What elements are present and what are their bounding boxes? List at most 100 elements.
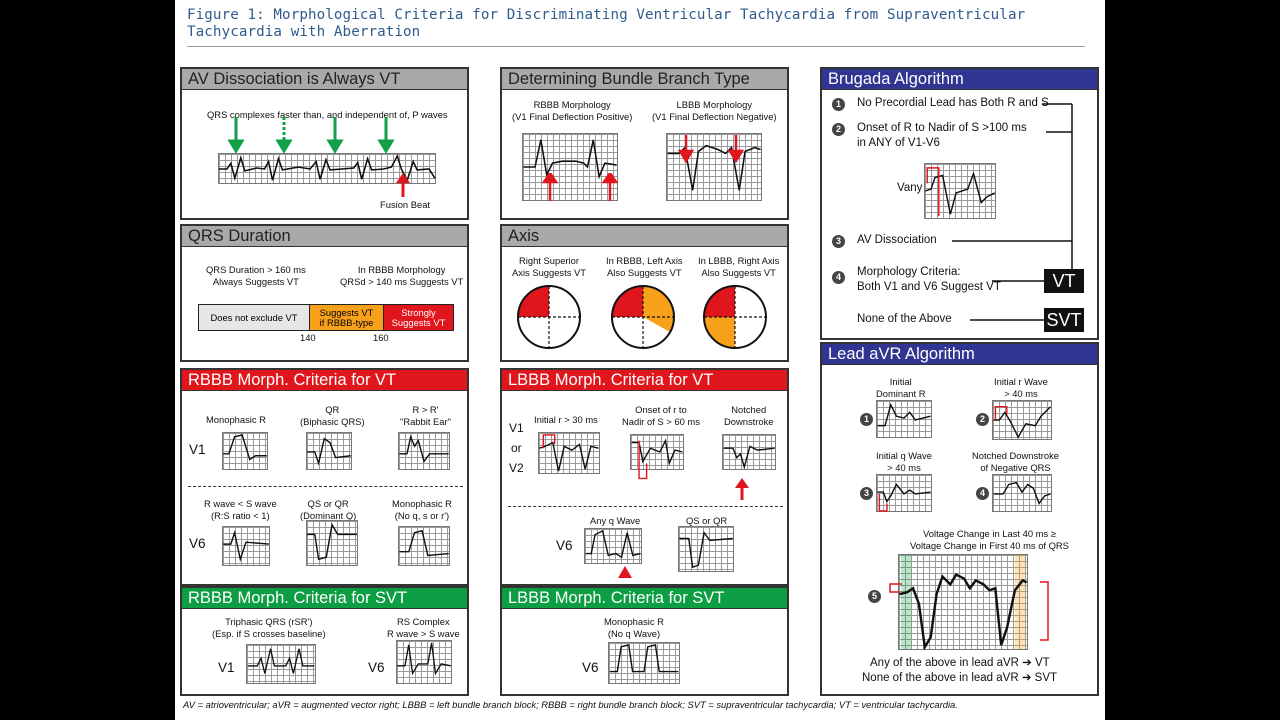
- first-40ms-band: [901, 555, 911, 649]
- axis-circle-lbbb: [703, 285, 767, 349]
- lbbb-vt-label-3: Notched Downstroke: [724, 404, 774, 427]
- step-number: 2: [976, 413, 989, 426]
- ecg-avr-2: [992, 400, 1052, 440]
- bar-segment-red: Strongly Suggests VT: [384, 305, 453, 330]
- rbbb-vt-label-6: Monophasic R (No q, s or r'): [392, 498, 452, 521]
- lead-label-v6-svt: V6: [368, 660, 385, 675]
- ecg-rbbb-rabbit-ear: [398, 432, 450, 470]
- brugada-step-1: No Precordial Lead has Both R and S: [857, 97, 1049, 109]
- lbbb-vt-label-2: Onset of r to Nadir of S > 60 ms: [622, 404, 700, 427]
- av-dissociation-panel: AV Dissociation is Always VT QRS complex…: [180, 67, 469, 220]
- ecg-avr-3: [876, 474, 932, 512]
- bar-seg3-label: Strongly Suggests VT: [391, 306, 446, 328]
- avr-label-1: Initial Dominant R: [876, 376, 926, 399]
- step-number: 3: [860, 487, 873, 500]
- brugada-connectors: [952, 103, 1073, 321]
- avr-panel: Lead aVR Algorithm Initial Dominant R 1 …: [820, 342, 1099, 696]
- axis-circle-right-superior: [517, 285, 581, 349]
- lead-label-v6-lbbb: V6: [556, 538, 573, 553]
- brugada-panel: Brugada Algorithm 1 No Precordial Lead h…: [820, 67, 1099, 340]
- lead-label-v6: V6: [189, 536, 206, 551]
- panel-header: LBBB Morph. Criteria for VT: [502, 370, 787, 391]
- fusion-beat-label: Fusion Beat: [380, 199, 431, 210]
- axis-label-2: In RBBB, Left Axis Also Suggests VT: [606, 255, 683, 278]
- title-divider: [187, 46, 1085, 47]
- panel-header: Lead aVR Algorithm: [822, 344, 1097, 365]
- brugada-step-3: AV Dissociation: [857, 234, 937, 246]
- panel-header: Determining Bundle Branch Type: [502, 69, 787, 90]
- rbbb-vt-label-3: R > R' "Rabbit Ear": [400, 404, 451, 427]
- panel-header: QRS Duration: [182, 226, 467, 247]
- rbbb-vt-panel: RBBB Morph. Criteria for VT V1 Monophasi…: [180, 368, 469, 586]
- lbbb-arrows: [677, 135, 745, 163]
- avr-conclusion-vt: Any of the above in lead aVR ➔ VT: [870, 657, 1050, 669]
- qrs-left-text: QRS Duration > 160 ms Always Suggests VT: [206, 264, 306, 287]
- lbbb-morphology-label: LBBB Morphology (V1 Final Deflection Neg…: [652, 99, 777, 122]
- qrs-right-text: In RBBB Morphology QRSd > 140 ms Suggest…: [340, 264, 464, 287]
- lbbb-vt-label-1: Initial r > 30 ms: [534, 414, 598, 425]
- ecg-initial-r: [538, 432, 600, 474]
- avr-conclusion-svt: None of the above in lead aVR ➔ SVT: [862, 672, 1058, 684]
- rbbb-divider: [188, 486, 463, 487]
- lead-label-v1-svt: V1: [218, 660, 235, 675]
- axis-label-3: In LBBB, Right Axis Also Suggests VT: [698, 255, 780, 278]
- axis-label-1: Right Superior Axis Suggests VT: [512, 255, 586, 278]
- avr-label-5: Voltage Change in Last 40 ms ≥ Voltage C…: [910, 528, 1069, 551]
- lbbb-vt-panel: LBBB Morph. Criteria for VT V1 or V2 Ini…: [500, 368, 789, 586]
- ecg-notched-downstroke: [722, 434, 776, 470]
- qrs-duration-panel: QRS Duration QRS Duration > 160 ms Alway…: [180, 224, 469, 362]
- step-number: 5: [868, 590, 881, 603]
- rbbb-vt-label-4: R wave < S wave (R:S ratio < 1): [204, 498, 277, 521]
- footnote: AV = atrioventricular; aVR = augmented v…: [183, 699, 958, 710]
- ecg-vany: [924, 163, 996, 219]
- tick-140: 140: [300, 332, 316, 343]
- avr-5-brackets: [889, 581, 1049, 641]
- figure-page: Figure 1: Morphological Criteria for Dis…: [175, 0, 1105, 720]
- ecg-rbbb-monophasic: [222, 432, 268, 470]
- bundle-branch-panel: Determining Bundle Branch Type RBBB Morp…: [500, 67, 789, 220]
- step-number: 3: [832, 235, 845, 248]
- vany-label: Vany: [897, 182, 923, 194]
- notch-arrow: [735, 478, 749, 500]
- last-40ms-band: [1015, 555, 1025, 649]
- rbbb-vt-label-1: Monophasic R: [206, 414, 266, 425]
- tick-160: 160: [373, 332, 389, 343]
- fusion-arrow: [396, 173, 410, 197]
- ecg-qs-qr: [306, 520, 358, 566]
- figure-title: Figure 1: Morphological Criteria for Dis…: [187, 7, 1026, 40]
- lbbb-vt-label-4: Any q Wave: [590, 515, 641, 526]
- lbbb-divider: [508, 506, 783, 507]
- brugada-step-4: Morphology Criteria: Both V1 and V6 Sugg…: [857, 266, 1001, 293]
- ecg-rs-complex: [396, 640, 452, 684]
- rbbb-svt-panel: RBBB Morph. Criteria for SVT Triphasic Q…: [180, 586, 469, 696]
- rbbb-arrows: [541, 173, 618, 201]
- panel-header: RBBB Morph. Criteria for VT: [182, 370, 467, 391]
- p-wave-arrows: [227, 117, 395, 154]
- panel-header: Axis: [502, 226, 787, 247]
- axis-circle-rbbb: [611, 285, 675, 349]
- ecg-r-less-s: [222, 526, 270, 566]
- step-number: 2: [832, 123, 845, 136]
- avr-label-2: Initial r Wave > 40 ms: [994, 376, 1048, 399]
- avr-label-4: Notched Downstroke of Negative QRS: [972, 450, 1060, 473]
- ecg-onset-nadir: [630, 434, 684, 480]
- av-caption: QRS complexes faster than, and independe…: [207, 109, 448, 120]
- step-number: 4: [832, 271, 845, 284]
- lbbb-svt-label: Monophasic R (No q Wave): [604, 616, 664, 639]
- rbbb-svt-label-right: RS Complex R wave > S wave: [387, 616, 460, 639]
- ecg-qs-qr-lbbb: [678, 526, 734, 572]
- svt-result-box: SVT: [1044, 308, 1084, 332]
- ecg-any-q: [584, 528, 642, 564]
- qrs-duration-bar: Does not exclude VT Suggests VT if RBBB-…: [198, 304, 454, 331]
- rbbb-vt-label-2: QR (Biphasic QRS): [300, 404, 365, 427]
- lead-label-v1-v2: V1 or V2: [509, 421, 524, 475]
- ecg-strip: [218, 153, 436, 184]
- step-number: 1: [860, 413, 873, 426]
- ecg-lbbb-type: [666, 133, 762, 201]
- bar-seg2-label: Suggests VT if RBBB-type: [319, 306, 374, 328]
- rbbb-morphology-label: RBBB Morphology (V1 Final Deflection Pos…: [512, 99, 633, 122]
- bar-segment-orange: Suggests VT if RBBB-type: [310, 305, 384, 330]
- ecg-monophasic-no-q: [608, 642, 680, 684]
- ecg-rbbb-qr: [306, 432, 352, 470]
- axis-panel: Axis Right Superior Axis Suggests VT In …: [500, 224, 789, 362]
